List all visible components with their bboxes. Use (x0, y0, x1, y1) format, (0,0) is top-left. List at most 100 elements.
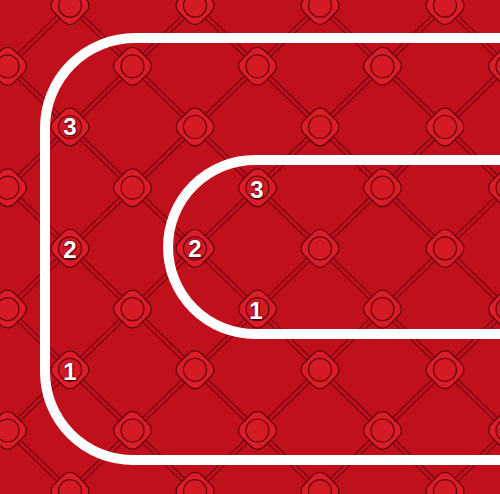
knob-body (110, 286, 155, 331)
knob-ring (496, 419, 500, 442)
knob-body (110, 165, 155, 210)
knob-body (235, 286, 280, 331)
knob-ring (309, 0, 332, 17)
pipe-loops (45, 38, 500, 460)
knob (422, 0, 467, 28)
knob-ring (496, 298, 500, 321)
knob-body (485, 44, 500, 89)
knob-body (360, 165, 405, 210)
knob-ring (0, 176, 19, 199)
knob-body (360, 408, 405, 453)
knob (0, 165, 30, 210)
knob-body (422, 0, 467, 28)
knob (235, 44, 280, 89)
knob-ring (184, 358, 207, 381)
knob (360, 165, 405, 210)
knob (485, 44, 500, 89)
knob (47, 347, 92, 392)
knob-body (172, 226, 217, 271)
knob-body (422, 104, 467, 149)
knob-ring (309, 116, 332, 139)
knob (422, 226, 467, 271)
knob-body (360, 286, 405, 331)
knob (110, 165, 155, 210)
inner-pipe (168, 160, 500, 334)
knob (422, 104, 467, 149)
callout-number: 1 (63, 360, 76, 384)
knob-ring (121, 419, 144, 442)
knob-ring (184, 480, 207, 494)
knob-body (422, 226, 467, 271)
knob-body (0, 44, 30, 89)
knob-body (235, 165, 280, 210)
knob-body (47, 469, 92, 494)
knob-ring (246, 55, 269, 78)
knob-body (172, 469, 217, 494)
knob (297, 104, 342, 149)
knob-ring (434, 0, 457, 17)
knob-body (235, 44, 280, 89)
knob-ring (0, 419, 19, 442)
knob-body (172, 104, 217, 149)
knob-body (360, 44, 405, 89)
knob-ring (59, 480, 82, 494)
knob-body (172, 347, 217, 392)
knob-body (0, 408, 30, 453)
knob-body (297, 226, 342, 271)
knob (110, 286, 155, 331)
knob (47, 226, 92, 271)
knob-body (422, 347, 467, 392)
knob-ring (371, 176, 394, 199)
outer-pipe (45, 38, 500, 460)
knob (297, 347, 342, 392)
knob-ring (121, 176, 144, 199)
knob (360, 286, 405, 331)
knob-ring (496, 176, 500, 199)
knob-ring (246, 419, 269, 442)
knob-body (110, 44, 155, 89)
knob (360, 44, 405, 89)
knob (297, 226, 342, 271)
knob-body (297, 347, 342, 392)
callout-number: 2 (188, 237, 201, 261)
knob-ring (496, 55, 500, 78)
knob (110, 44, 155, 89)
knob (0, 408, 30, 453)
knob (172, 469, 217, 494)
knob-ring (309, 480, 332, 494)
knob (47, 469, 92, 494)
knob-ring (434, 480, 457, 494)
knob (110, 408, 155, 453)
knob-body (172, 0, 217, 28)
knob-ring (0, 298, 19, 321)
knob-ring (184, 0, 207, 17)
knob-ring (309, 237, 332, 260)
lattice-line (0, 0, 8, 3)
knob (422, 469, 467, 494)
lattice-line (0, 488, 8, 494)
knob (172, 226, 217, 271)
knob (422, 347, 467, 392)
lattice-line (0, 0, 8, 9)
knob (172, 0, 217, 28)
knob-body (297, 0, 342, 28)
knob (0, 286, 30, 331)
knob-body (235, 408, 280, 453)
knob (235, 165, 280, 210)
knob-ring (371, 55, 394, 78)
knob (172, 347, 217, 392)
knob-body (110, 408, 155, 453)
knob (485, 165, 500, 210)
knob-ring (434, 237, 457, 260)
knob-ring (0, 55, 19, 78)
knob-ring (121, 55, 144, 78)
knob-ring (121, 298, 144, 321)
knob-ring (59, 116, 82, 139)
knob-ring (371, 419, 394, 442)
knob (360, 408, 405, 453)
knob (485, 286, 500, 331)
